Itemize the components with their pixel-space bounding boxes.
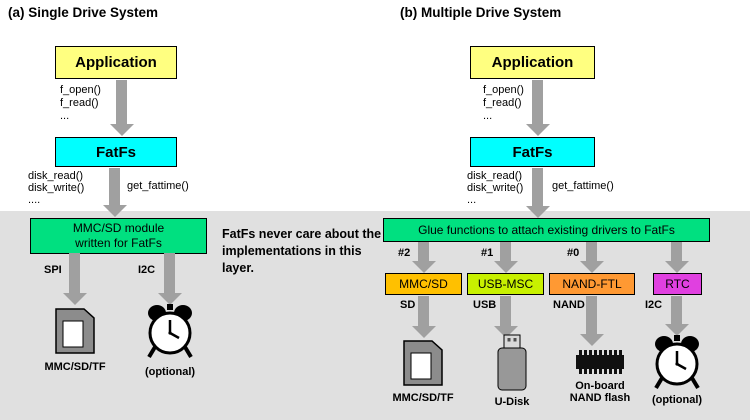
call-label: disk_write(): [28, 182, 85, 194]
get-fattime-label-a: get_fattime(): [127, 180, 189, 192]
bus-label-nand: NAND: [553, 299, 585, 311]
call-label: disk_read(): [467, 170, 523, 182]
arrow-app-to-fatfs-a: [109, 80, 134, 136]
bus-label-i2c: I2C: [645, 299, 663, 311]
arrow-usbmsc-to-udisk: [493, 296, 518, 338]
call-label: ...: [483, 110, 493, 122]
device-label-clock-b: (optional): [651, 394, 703, 406]
alarm-clock-icon: [145, 303, 195, 359]
mmcsd-module-label: MMC/SD module written for FatFs: [72, 221, 165, 250]
application-box-a: Application: [55, 46, 177, 79]
device-label-clock-a: (optional): [144, 366, 196, 378]
driver-box-nandftl: NAND-FTL: [549, 273, 635, 295]
arrow-mmcsd-to-card: [411, 296, 436, 338]
call-label: f_open(): [483, 84, 524, 96]
diagram-a-title: (a) Single Drive System: [8, 5, 159, 20]
arrow-module-to-clock: [157, 253, 182, 305]
get-fattime-label-b: get_fattime(): [552, 180, 614, 192]
device-label-card-a: MMC/SD/TF: [44, 361, 106, 373]
arrow-app-to-fatfs-b: [525, 80, 550, 136]
call-label: f_read(): [60, 97, 99, 109]
device-label-nand: On-board NAND flash: [569, 380, 631, 404]
arrow-fatfs-to-module-a: [102, 168, 127, 217]
drive-id-2-label: #2: [398, 247, 411, 259]
mmcsd-module-box: MMC/SD module written for FatFs: [30, 218, 207, 254]
arrow-nandftl-to-chip: [579, 296, 604, 346]
call-label: ...: [60, 110, 70, 122]
driver-box-mmcsd: MMC/SD: [385, 273, 462, 295]
bus-label-usb: USB: [473, 299, 497, 311]
bus-label-sd: SD: [400, 299, 416, 311]
api-call-labels-b: f_open() f_read() ...: [483, 84, 524, 123]
call-label: disk_write(): [467, 182, 524, 194]
device-label-card-b: MMC/SD/TF: [392, 392, 454, 404]
disk-call-labels-b: disk_read() disk_write() ...: [467, 170, 523, 206]
spi-bus-label: SPI: [44, 264, 62, 276]
call-label: f_open(): [60, 84, 101, 96]
application-box-b: Application: [470, 46, 595, 79]
sd-card-icon: [403, 340, 443, 386]
fatfs-box-a: FatFs: [55, 137, 177, 167]
alarm-clock-icon: [652, 334, 702, 390]
driver-box-usbmsc: USB-MSC: [467, 273, 544, 295]
driver-box-rtc: RTC: [653, 273, 702, 295]
arrow-module-to-card: [62, 253, 87, 305]
device-label-udisk: U-Disk: [494, 396, 530, 408]
arrow-rtc-to-clock: [664, 296, 689, 336]
arrow-glue-to-usbmsc: [493, 242, 518, 273]
nand-chip-icon: [573, 348, 627, 376]
call-label: f_read(): [483, 97, 522, 109]
arrow-glue-to-rtc: [664, 242, 689, 273]
api-call-labels-a: f_open() f_read() ...: [60, 84, 101, 123]
diagram-b-title: (b) Multiple Drive System: [400, 5, 562, 20]
glue-functions-box: Glue functions to attach existing driver…: [383, 218, 710, 242]
drive-id-1-label: #1: [481, 247, 494, 259]
arrow-glue-to-nandftl: [579, 242, 604, 273]
call-label: ....: [28, 194, 41, 206]
disk-call-labels-a: disk_read() disk_write() ....: [28, 170, 84, 206]
sd-card-icon: [55, 308, 95, 354]
drive-id-0-label: #0: [567, 247, 580, 259]
usb-drive-icon: [495, 334, 529, 392]
arrow-glue-to-mmcsd: [411, 242, 436, 273]
fatfs-box-b: FatFs: [470, 137, 595, 167]
i2c-bus-label-a: I2C: [138, 264, 156, 276]
call-label: ...: [467, 194, 477, 206]
arrow-fatfs-to-glue: [525, 168, 550, 218]
layer-note: FatFs never care about the implementatio…: [222, 227, 382, 275]
call-label: disk_read(): [28, 170, 84, 182]
